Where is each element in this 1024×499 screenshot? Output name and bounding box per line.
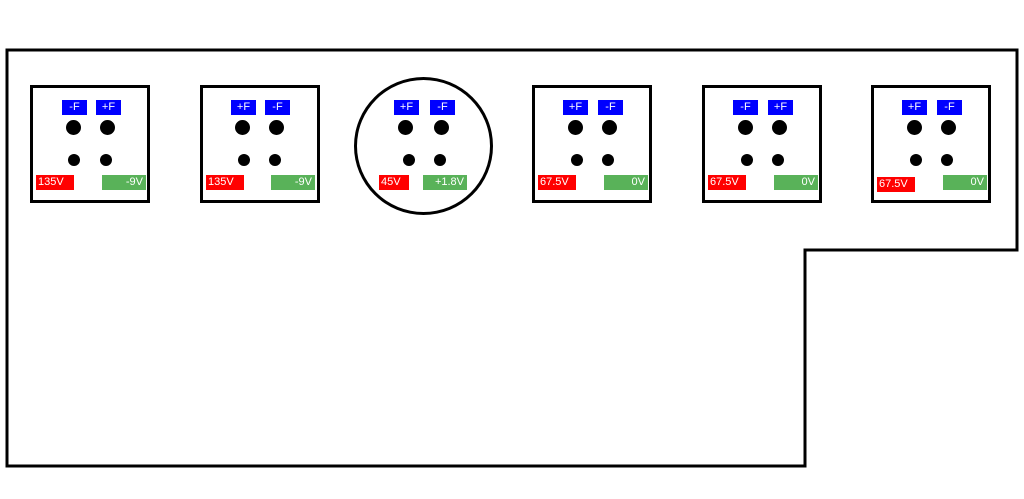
socket-3-plate-voltage: 45V	[379, 175, 409, 190]
socket-2-filament-left-label: +F	[231, 100, 256, 115]
socket-4-filament-left-label: +F	[563, 100, 588, 115]
socket-6-pin-1	[907, 120, 922, 135]
socket-3-pin-1	[398, 120, 413, 135]
socket-5-pin-1	[738, 120, 753, 135]
socket-4-grid-voltage: 0V	[604, 175, 648, 190]
socket-1-pin-3	[68, 154, 80, 166]
socket-5-pin-3	[741, 154, 753, 166]
socket-6-pin-4	[941, 154, 953, 166]
socket-1-pin-1	[66, 120, 81, 135]
socket-2-pin-2	[269, 120, 284, 135]
socket-3-filament-left-label: +F	[394, 100, 419, 115]
socket-1-pin-4	[100, 154, 112, 166]
socket-6-filament-right-label: -F	[937, 100, 962, 115]
socket-5-pin-2	[772, 120, 787, 135]
tube-socket-3: +F -F 45V +1.8V	[354, 77, 493, 215]
socket-6-grid-voltage: 0V	[943, 175, 987, 190]
socket-2-plate-voltage: 135V	[206, 175, 244, 190]
socket-1-filament-left-label: -F	[62, 100, 87, 115]
socket-3-pin-3	[403, 154, 415, 166]
tube-socket-6: +F -F 67.5V 0V	[871, 85, 991, 203]
socket-6-filament-left-label: +F	[902, 100, 927, 115]
socket-6-pin-2	[941, 120, 956, 135]
socket-1-filament-right-label: +F	[96, 100, 121, 115]
socket-3-grid-voltage: +1.8V	[423, 175, 467, 190]
socket-2-filament-right-label: -F	[265, 100, 290, 115]
socket-4-filament-right-label: -F	[598, 100, 623, 115]
socket-3-filament-right-label: -F	[430, 100, 455, 115]
socket-2-pin-4	[269, 154, 281, 166]
socket-1-pin-2	[100, 120, 115, 135]
tube-socket-5: -F +F 67.5V 0V	[702, 85, 822, 203]
socket-5-plate-voltage: 67.5V	[708, 175, 746, 190]
socket-5-pin-4	[772, 154, 784, 166]
socket-6-plate-voltage: 67.5V	[877, 177, 915, 192]
socket-4-pin-3	[571, 154, 583, 166]
socket-1-grid-voltage: -9V	[102, 175, 146, 190]
board-outline-shape	[5, 48, 1019, 468]
tube-socket-4: +F -F 67.5V 0V	[532, 85, 652, 203]
socket-3-pin-4	[434, 154, 446, 166]
socket-4-plate-voltage: 67.5V	[538, 175, 576, 190]
socket-5-filament-right-label: +F	[768, 100, 793, 115]
socket-3-pin-2	[434, 120, 449, 135]
socket-5-grid-voltage: 0V	[774, 175, 818, 190]
socket-1-plate-voltage: 135V	[36, 175, 74, 190]
socket-2-pin-1	[235, 120, 250, 135]
socket-4-pin-4	[602, 154, 614, 166]
socket-2-pin-3	[238, 154, 250, 166]
tube-socket-2: +F -F 135V -9V	[200, 85, 320, 203]
socket-6-pin-3	[910, 154, 922, 166]
socket-2-grid-voltage: -9V	[271, 175, 315, 190]
socket-5-filament-left-label: -F	[733, 100, 758, 115]
socket-4-pin-1	[568, 120, 583, 135]
tube-socket-1: -F +F 135V -9V	[30, 85, 150, 203]
socket-4-pin-2	[602, 120, 617, 135]
